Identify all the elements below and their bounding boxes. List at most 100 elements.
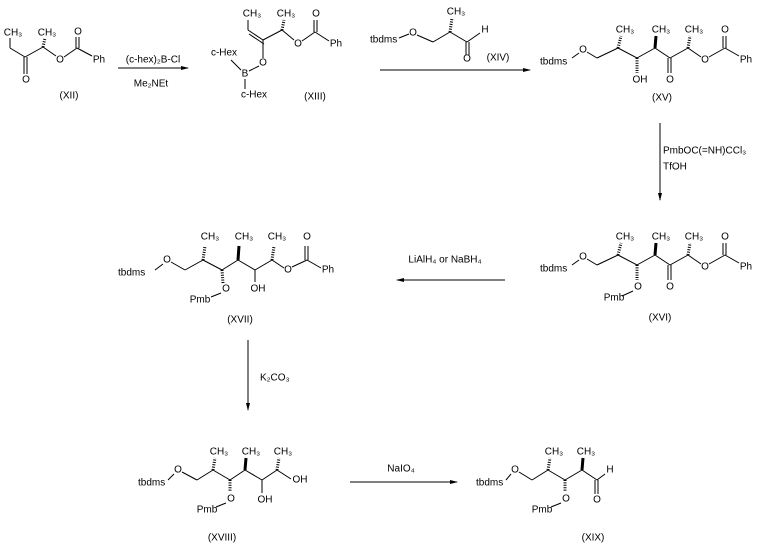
atom-o: O	[721, 232, 729, 243]
compound-label: (XIV)	[487, 53, 510, 64]
atom-tbdms: tbdms	[370, 35, 397, 46]
compound-xviii: tbdms O CH₃ O Pmb CH₃ OH CH₃ OH (XVIII)	[138, 447, 308, 544]
atom-ch3: CH₃	[577, 447, 596, 458]
bond	[281, 29, 295, 41]
atom-ch3: CH₃	[4, 28, 23, 39]
atom-tbdms: tbdms	[540, 57, 567, 68]
atom-o: O	[579, 45, 587, 56]
atom-ch3: CH₃	[210, 447, 229, 458]
hashed-wedge-bond	[616, 242, 623, 256]
atom-ph: Ph	[740, 55, 752, 66]
bond	[617, 47, 638, 59]
bond	[586, 258, 598, 266]
bond	[596, 254, 619, 266]
atom-chex: c-Hex	[241, 90, 267, 101]
hashed-wedge-bond	[546, 457, 552, 471]
bond	[271, 259, 285, 269]
bond	[596, 473, 606, 481]
compound-xv: tbdms O CH₃ OH CH₃ O CH₃ O O Ph (XV)	[540, 25, 752, 104]
bond	[505, 473, 512, 481]
reagent-label: PmbOC(=NH)CCl₃	[663, 146, 746, 157]
compound-xiv: tbdms O CH₃ O H (XIV)	[370, 7, 509, 65]
bond	[687, 47, 702, 58]
bond	[229, 469, 246, 481]
atom-o: O	[701, 262, 709, 273]
bond	[581, 469, 598, 481]
atom-o: O	[634, 282, 642, 293]
bold-wedge-bond	[653, 242, 658, 256]
atom-o: O	[593, 495, 601, 506]
atom-o: O	[227, 494, 235, 505]
bond	[466, 32, 481, 43]
atom-tbdms: tbdms	[476, 478, 503, 489]
bond	[244, 469, 263, 481]
bond	[154, 263, 164, 271]
bond	[724, 47, 740, 57]
atom-o: O	[562, 494, 570, 505]
compound-xii: CH₃ CH₃ O O O Ph (XII)	[4, 27, 105, 102]
atom-ch3: CH₃	[685, 232, 704, 243]
bold-wedge-bond	[243, 457, 248, 471]
atom-o: O	[222, 284, 230, 295]
bond	[63, 47, 78, 58]
atom-tbdms: tbdms	[138, 478, 165, 489]
bond	[262, 29, 283, 41]
hashed-wedge-bond	[275, 457, 281, 471]
bond	[416, 34, 434, 43]
atom-o: O	[409, 28, 417, 39]
bond	[596, 47, 619, 59]
bond	[531, 469, 549, 481]
atom-o: O	[259, 58, 267, 69]
atom-tbdms: tbdms	[118, 268, 145, 279]
bond	[301, 31, 316, 42]
reagent-label: NaIO₄	[387, 464, 414, 475]
bond	[196, 469, 214, 481]
atom-o: O	[701, 55, 709, 66]
atom-ch3: CH₃	[616, 25, 635, 36]
atom-ch3: CH₃	[235, 232, 254, 243]
atom-o: O	[579, 252, 587, 263]
hashed-wedge-bond	[201, 245, 207, 261]
atom-ch3: CH₃	[242, 447, 261, 458]
atom-o: O	[312, 9, 320, 20]
compound-label: (XII)	[60, 91, 79, 102]
atom-o: O	[74, 27, 82, 38]
bond	[212, 469, 231, 481]
bond	[669, 47, 689, 59]
atom-tbdms: tbdms	[540, 264, 567, 275]
hashed-wedge-bond	[686, 242, 692, 256]
atom-ch3: CH₃	[201, 232, 220, 243]
bond	[621, 290, 634, 297]
bond	[230, 59, 242, 71]
atom-ch3: CH₃	[38, 28, 57, 39]
bond	[669, 254, 689, 266]
compound-xix: tbdms O CH₃ O Pmb CH₃ O H (XIX)	[476, 447, 614, 544]
bond	[636, 47, 656, 59]
bond	[432, 31, 451, 43]
reagent-label: TfOH	[663, 162, 687, 173]
bond	[167, 473, 175, 481]
bond	[687, 254, 702, 265]
bond	[708, 254, 726, 265]
atom-ch3: CH₃	[243, 9, 262, 20]
hashed-wedge-bond	[220, 269, 225, 284]
hashed-wedge-bond	[280, 19, 286, 31]
atom-b: B	[242, 69, 249, 80]
atom-o: O	[174, 465, 182, 476]
bond	[237, 259, 256, 271]
bond	[449, 31, 468, 43]
bond	[550, 502, 562, 508]
atom-ch3: CH₃	[447, 7, 466, 18]
atom-o: O	[511, 465, 519, 476]
bond	[291, 259, 308, 268]
compound-label: (XIX)	[582, 533, 605, 544]
bond	[210, 292, 222, 298]
bond	[261, 469, 278, 481]
bold-wedge-bond	[653, 35, 658, 49]
bold-wedge-bond	[236, 245, 241, 261]
bond-layer	[9, 17, 740, 508]
hashed-wedge-bond	[270, 245, 276, 261]
bond	[398, 33, 410, 39]
bond	[42, 46, 57, 57]
bond	[571, 259, 580, 266]
